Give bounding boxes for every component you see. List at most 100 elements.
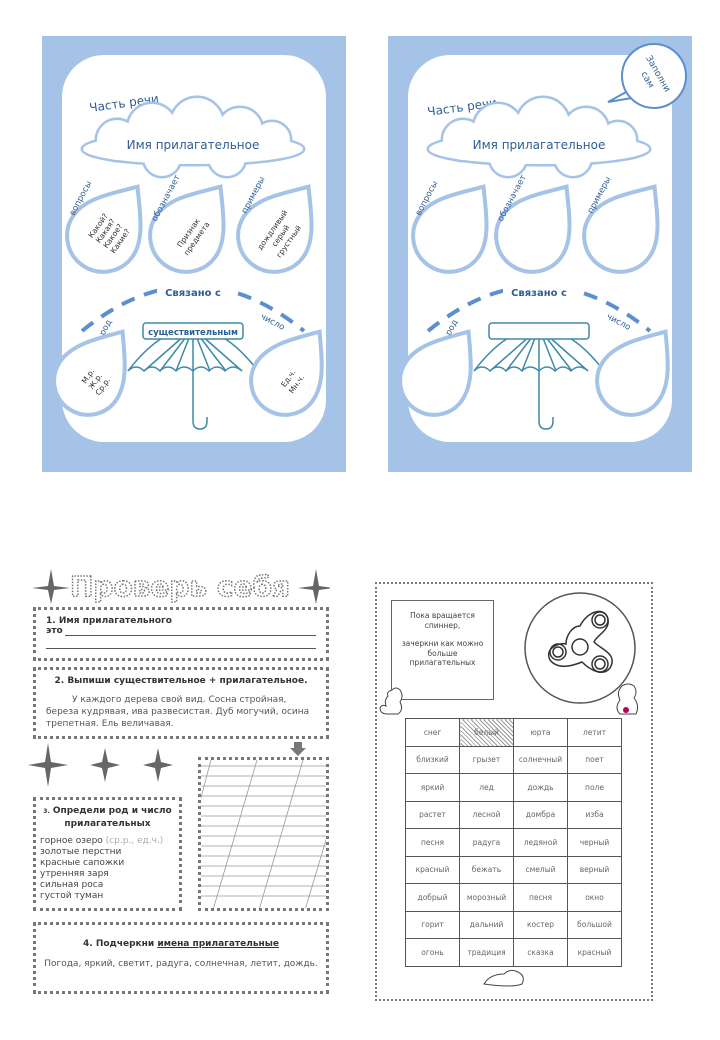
drop-questions: Какой? Какая? Какое? Какие? xyxy=(65,184,143,274)
worksheet-title-area: Проверь себя xyxy=(32,569,330,604)
drop-means: Признак предмета xyxy=(148,184,226,274)
drop-number-empty[interactable] xyxy=(584,312,692,428)
task1-line2: это xyxy=(46,626,63,636)
grid-cell[interactable]: дождь xyxy=(513,773,568,802)
grid-cell[interactable]: дальний xyxy=(459,910,514,939)
task4-text: Погода, яркий, светит, радуга, солнечная… xyxy=(44,959,318,969)
grid-cell[interactable]: лед xyxy=(459,773,514,802)
drop-number: Ед.ч. Мн.ч. xyxy=(249,329,324,417)
grid-cell[interactable]: сказка xyxy=(513,938,568,967)
grid-cell[interactable]: изба xyxy=(567,800,622,829)
task3-item: золотые перстни xyxy=(40,847,122,857)
grid-cell[interactable]: яркий xyxy=(405,773,460,802)
grid-cell[interactable]: горит xyxy=(405,910,460,939)
stars-row xyxy=(28,743,173,787)
umbrella-label-box xyxy=(142,322,244,340)
drop-gender: М.р. Ж.р. Ср.р. xyxy=(52,329,127,417)
grid-cell[interactable]: черный xyxy=(567,828,622,857)
linked-label: Связано с xyxy=(165,288,221,299)
answer-lines-box[interactable] xyxy=(198,757,329,911)
grid-cell[interactable]: лесной xyxy=(459,800,514,829)
grid-cell[interactable]: грызет xyxy=(459,745,514,774)
task2-text: У каждого дерева свой вид. Сосна стройна… xyxy=(46,695,310,729)
grid-cell[interactable]: бежать xyxy=(459,855,514,884)
star-icon xyxy=(298,569,330,604)
cloud-title: Имя прилагательное xyxy=(127,138,260,152)
umbrella-label-box-empty[interactable] xyxy=(488,322,590,340)
task4-box: 4. Подчеркни имена прилагательные Погода… xyxy=(33,922,329,994)
grid-cell[interactable]: ледяной xyxy=(513,828,568,857)
grid-cell[interactable]: песня xyxy=(513,883,568,912)
task3-hint: (ср.р., ед.ч.) xyxy=(105,836,164,846)
drop-examples-empty[interactable] xyxy=(570,166,684,286)
worksheet-title: Проверь себя xyxy=(70,570,290,603)
task3-box: 3. Определи род и число прилагательных г… xyxy=(33,797,182,911)
grid-cell[interactable]: красный xyxy=(567,938,622,967)
card-blank: Заполни сам Часть речи Имя прилагательно… xyxy=(388,36,692,472)
instruction-box: Пока вращается спиннер, зачеркни как мож… xyxy=(391,600,494,700)
cloud-title: Имя прилагательное xyxy=(473,138,606,152)
linked-label: Связано с xyxy=(511,288,567,299)
cat-icon xyxy=(616,683,639,715)
task1-line1: 1. Имя прилагательного xyxy=(46,616,172,626)
grid-cell[interactable]: традиция xyxy=(459,938,514,967)
ruled-lines xyxy=(201,760,326,908)
grid-cell[interactable]: близкий xyxy=(405,745,460,774)
grid-cell[interactable]: растет xyxy=(405,800,460,829)
answer-line[interactable] xyxy=(64,635,316,636)
grid-cell[interactable]: поле xyxy=(567,773,622,802)
instruction-line: прилагательных xyxy=(409,658,476,667)
grid-cell[interactable]: верный xyxy=(567,855,622,884)
grid-cell[interactable]: юрта xyxy=(513,718,568,747)
drop-means-empty[interactable] xyxy=(482,166,596,286)
star-icon xyxy=(90,748,120,782)
instruction-line: Пока вращается xyxy=(410,611,475,620)
cat-icon xyxy=(379,687,403,715)
grid-cell[interactable]: красный xyxy=(405,855,460,884)
grid-cell[interactable]: радуга xyxy=(459,828,514,857)
grid-cell[interactable]: летит xyxy=(567,718,622,747)
card-filled: Часть речи Имя прилагательное Какой? Как… xyxy=(42,36,346,472)
grid-cell[interactable]: домбра xyxy=(513,800,568,829)
spinner-worksheet xyxy=(375,582,653,1001)
grid-cell[interactable]: снег xyxy=(405,718,460,747)
instruction-line: спиннер, xyxy=(424,620,461,630)
speech-bubble: Заполни сам xyxy=(607,43,687,109)
task3-title: Определи род и число прилагательных xyxy=(52,806,172,829)
task2-box: 2. Выпиши существительное + прилагательн… xyxy=(33,667,329,739)
star-icon xyxy=(28,743,68,787)
grid-cell[interactable]: морозный xyxy=(459,883,514,912)
task4-title-prefix: 4. Подчеркни xyxy=(83,939,158,949)
grid-cell[interactable]: поет xyxy=(567,745,622,774)
grid-cell[interactable]: огонь xyxy=(405,938,460,967)
star-icon xyxy=(32,569,70,604)
answer-line[interactable] xyxy=(46,636,316,649)
grid-cell[interactable]: песня xyxy=(405,828,460,857)
star-icon xyxy=(143,748,173,782)
drop-examples: дождливый серый грустный xyxy=(236,184,314,274)
grid-cell[interactable]: солнечный xyxy=(513,745,568,774)
grid-cell[interactable]: окно xyxy=(567,883,622,912)
grid-cell[interactable]: большой xyxy=(567,910,622,939)
grid-cell[interactable]: белый xyxy=(459,718,514,747)
cloud-icon xyxy=(80,95,306,179)
drop-gender-empty[interactable] xyxy=(388,312,496,428)
umbrella-label: существительным xyxy=(148,328,238,338)
grid-cell[interactable]: смелый xyxy=(513,855,568,884)
fidget-spinner-icon xyxy=(524,592,636,704)
cloud-icon xyxy=(426,95,652,179)
grid-cell[interactable]: добрый xyxy=(405,883,460,912)
task2-title: 2. Выпиши существительное + прилагательн… xyxy=(54,676,308,686)
drop-questions-empty[interactable] xyxy=(399,166,513,286)
cat-icon xyxy=(483,969,524,987)
grid-cell[interactable]: костер xyxy=(513,910,568,939)
